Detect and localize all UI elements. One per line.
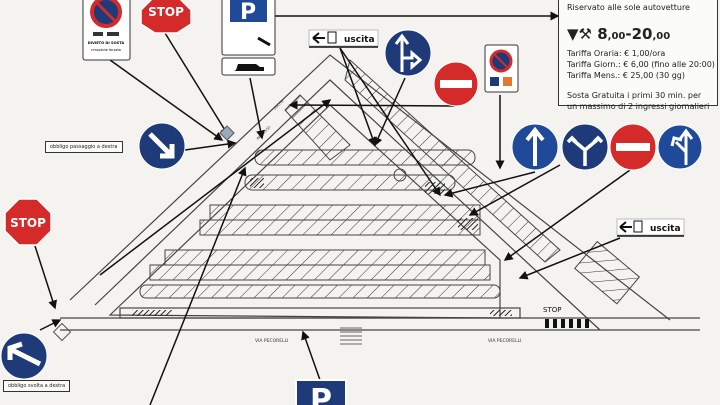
parking-rows	[139, 149, 641, 305]
arrow-left-icon	[312, 32, 325, 44]
svg-text:uscita: uscita	[650, 224, 681, 234]
arrow-left-icon	[619, 221, 632, 233]
turn-left-arrow-sign	[0, 332, 48, 380]
parking-sign-panel: P	[221, 0, 276, 76]
opening-hours: ▼⚒ 8,00-20,00	[567, 25, 671, 43]
car-icon	[234, 64, 264, 71]
door-icon	[633, 220, 643, 233]
reserved-text: Riservato alle sole autovetture	[567, 3, 690, 12]
no-parking-text: DIVIETO DI SOSTA	[88, 41, 125, 45]
tow-away-text: rimozione forzata	[91, 48, 121, 52]
parking-meter-icon: ▼⚒	[567, 25, 592, 43]
svg-text:P: P	[240, 0, 256, 25]
svg-text:STOP: STOP	[10, 216, 46, 230]
straight-ahead-sign	[511, 123, 559, 171]
sign-marker	[52, 322, 72, 342]
stairs	[340, 327, 362, 345]
hourly-rate: Tariffa Oraria: € 1,00/ora	[567, 49, 666, 58]
svg-text:STOP: STOP	[148, 5, 184, 19]
exit-sign-top: uscita	[308, 29, 379, 48]
street-name-left: VIA PECORELLI	[255, 338, 288, 344]
roundabout-marker	[393, 168, 407, 182]
sign-marker	[219, 125, 235, 141]
road-stop-marking: STOP	[543, 306, 561, 314]
exit-sign-right: uscita	[616, 218, 685, 237]
straight-or-left-sign	[657, 124, 703, 170]
pedestrian-crossing	[545, 319, 589, 328]
keep-right-sign	[138, 122, 186, 170]
svg-text:P: P	[310, 383, 332, 405]
left-or-right-sign	[561, 123, 609, 171]
free-parking-line1: Sosta Gratuita i primi 30 min. per	[567, 91, 702, 100]
parking-sign-bottom: P	[295, 379, 347, 405]
straight-or-right-sign	[384, 29, 432, 77]
no-parking-disabled-sign	[484, 44, 519, 93]
leader-lines	[34, 11, 631, 405]
door-icon	[327, 31, 337, 44]
daily-rate: Tariffa Giorn.: € 6,00 (fino alle 20:00)	[567, 60, 715, 69]
svg-text:uscita: uscita	[344, 35, 375, 45]
tariff-panel: Riservato alle sole autovetture ▼⚒ 8,00-…	[558, 0, 718, 111]
turn-right-label: obbligo svolta a destra	[3, 380, 71, 392]
no-entry-sign-top	[433, 61, 479, 107]
street-name-right: VIA PECORELLI	[488, 338, 521, 344]
no-entry-sign-row	[609, 123, 657, 171]
exit-label: USCITA	[273, 99, 285, 111]
monthly-rate: Tariffa Mens.: € 25,00 (30 gg)	[567, 71, 685, 80]
stop-sign-top: STOP	[140, 0, 192, 34]
free-parking-line2: un massimo di 2 ingressi giornalieri	[567, 102, 710, 111]
keep-right-label: obbligo passaggio a destra	[45, 141, 123, 153]
stop-sign-left: STOP	[4, 198, 52, 246]
no-parking-tow-sign: DIVIETO DI SOSTA rimozione forzata	[82, 0, 131, 61]
